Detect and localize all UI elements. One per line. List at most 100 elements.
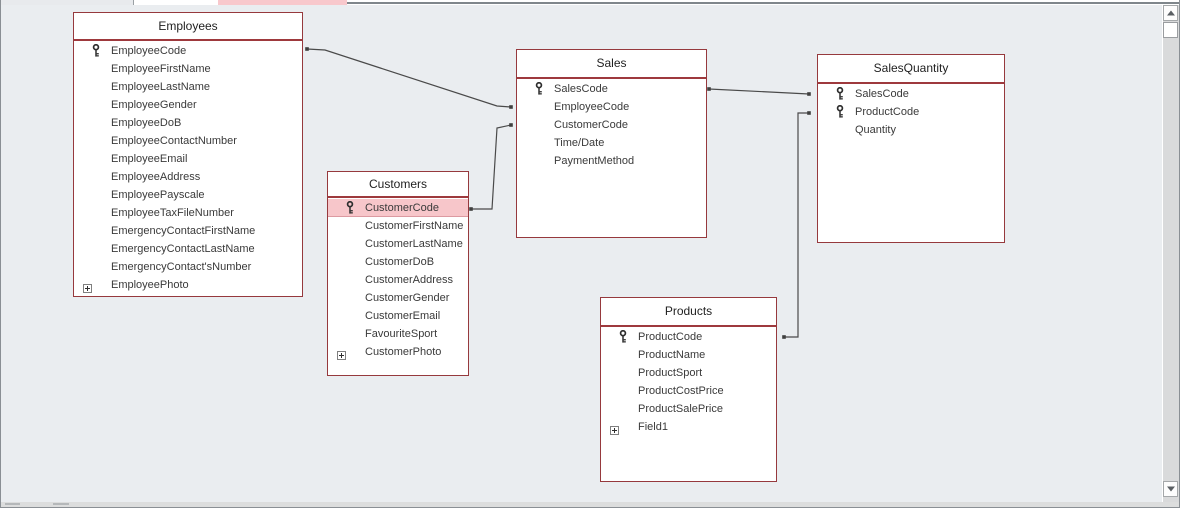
relationship-sales-salesquantity[interactable] xyxy=(708,88,810,95)
field-label: PaymentMethod xyxy=(554,155,635,167)
field-customercode[interactable]: CustomerCode xyxy=(328,199,468,217)
field-label: EmployeeLastName xyxy=(111,81,211,93)
field-label: ProductName xyxy=(638,349,706,361)
table-title[interactable]: Customers xyxy=(328,172,468,198)
arrow-down-icon xyxy=(1166,486,1175,492)
field-field1[interactable]: Field1 xyxy=(601,418,776,436)
field-customerfirstname[interactable]: CustomerFirstName xyxy=(328,217,468,235)
primary-key-icon xyxy=(535,81,543,100)
hscroll-nub xyxy=(53,503,69,505)
field-employeecontactnumber[interactable]: EmployeeContactNumber xyxy=(74,132,302,150)
field-customeraddress[interactable]: CustomerAddress xyxy=(328,271,468,289)
table-title[interactable]: Sales xyxy=(517,50,706,79)
field-customercode[interactable]: CustomerCode xyxy=(517,116,706,134)
field-time-date[interactable]: Time/Date xyxy=(517,134,706,152)
arrow-up-icon xyxy=(1166,10,1175,16)
field-label: FavouriteSport xyxy=(365,328,438,340)
field-label: EmergencyContactFirstName xyxy=(111,225,256,237)
field-productsport[interactable]: ProductSport xyxy=(601,364,776,382)
table-title[interactable]: Products xyxy=(601,298,776,327)
field-employeetaxfilenumber[interactable]: EmployeeTaxFileNumber xyxy=(74,204,302,222)
field-label: EmployeeCode xyxy=(111,45,187,57)
scrollbar-thumb[interactable] xyxy=(1163,22,1178,38)
expand-plus-icon[interactable] xyxy=(610,422,619,440)
field-employeecode[interactable]: EmployeeCode xyxy=(517,98,706,116)
field-label: CustomerDoB xyxy=(365,256,435,268)
field-label: Time/Date xyxy=(554,137,605,149)
tab-segment-active-pink[interactable] xyxy=(218,0,347,5)
table-title[interactable]: Employees xyxy=(74,13,302,41)
field-label: EmergencyContactLastName xyxy=(111,243,255,255)
field-customerlastname[interactable]: CustomerLastName xyxy=(328,235,468,253)
field-label: EmployeeEmail xyxy=(111,153,188,165)
field-label: SalesCode xyxy=(554,83,608,95)
field-productname[interactable]: ProductName xyxy=(601,346,776,364)
relationship-employees-sales[interactable] xyxy=(306,48,512,108)
field-employeephoto[interactable]: EmployeePhoto xyxy=(74,276,302,294)
field-employeeemail[interactable]: EmployeeEmail xyxy=(74,150,302,168)
field-label: ProductCode xyxy=(855,106,920,118)
window-border-left xyxy=(0,0,1,508)
field-label: ProductCostPrice xyxy=(638,385,724,397)
bottom-scroll-strip xyxy=(1,502,1179,507)
primary-key-icon xyxy=(92,43,100,62)
field-employeepayscale[interactable]: EmployeePayscale xyxy=(74,186,302,204)
field-salescode[interactable]: SalesCode xyxy=(818,85,1004,103)
field-emergencycontact-snumber[interactable]: EmergencyContact'sNumber xyxy=(74,258,302,276)
field-customeremail[interactable]: CustomerEmail xyxy=(328,307,468,325)
field-employeedob[interactable]: EmployeeDoB xyxy=(74,114,302,132)
table-title[interactable]: SalesQuantity xyxy=(818,55,1004,84)
field-favouritesport[interactable]: FavouriteSport xyxy=(328,325,468,343)
field-label: ProductSalePrice xyxy=(638,403,723,415)
field-label: EmployeeDoB xyxy=(111,117,182,129)
field-employeelastname[interactable]: EmployeeLastName xyxy=(74,78,302,96)
field-employeegender[interactable]: EmployeeGender xyxy=(74,96,302,114)
field-customergender[interactable]: CustomerGender xyxy=(328,289,468,307)
field-employeefirstname[interactable]: EmployeeFirstName xyxy=(74,60,302,78)
tab-divider xyxy=(133,0,134,5)
primary-key-icon xyxy=(619,329,627,348)
field-label: CustomerFirstName xyxy=(365,220,464,232)
primary-key-icon xyxy=(346,200,354,219)
field-employeecode[interactable]: EmployeeCode xyxy=(74,42,302,60)
expand-plus-icon[interactable] xyxy=(337,347,346,365)
field-productcode[interactable]: ProductCode xyxy=(601,328,776,346)
field-label: CustomerLastName xyxy=(365,238,463,250)
scroll-up-button[interactable] xyxy=(1163,5,1178,21)
tab-segment-left[interactable] xyxy=(0,0,133,5)
field-label: Field1 xyxy=(638,421,668,433)
field-productcostprice[interactable]: ProductCostPrice xyxy=(601,382,776,400)
field-label: EmployeeGender xyxy=(111,99,197,111)
field-customerdob[interactable]: CustomerDoB xyxy=(328,253,468,271)
field-label: EmployeeTaxFileNumber xyxy=(111,207,234,219)
field-paymentmethod[interactable]: PaymentMethod xyxy=(517,152,706,170)
scroll-down-button[interactable] xyxy=(1163,481,1178,497)
relationship-customers-sales[interactable] xyxy=(471,124,512,210)
tab-segment-middle[interactable] xyxy=(134,0,218,5)
field-emergencycontactfirstname[interactable]: EmergencyContactFirstName xyxy=(74,222,302,240)
field-label: EmployeePayscale xyxy=(111,189,205,201)
field-emergencycontactlastname[interactable]: EmergencyContactLastName xyxy=(74,240,302,258)
field-quantity[interactable]: Quantity xyxy=(818,121,1004,139)
field-customerphoto[interactable]: CustomerPhoto xyxy=(328,343,468,361)
vertical-scrollbar[interactable] xyxy=(1163,5,1179,502)
field-label: CustomerAddress xyxy=(365,274,454,286)
relationship-products-salesquantity[interactable] xyxy=(784,112,809,338)
field-label: CustomerCode xyxy=(365,202,439,214)
expand-plus-icon[interactable] xyxy=(83,280,92,298)
field-employeeaddress[interactable]: EmployeeAddress xyxy=(74,168,302,186)
field-label: CustomerPhoto xyxy=(365,346,442,358)
field-productsaleprice[interactable]: ProductSalePrice xyxy=(601,400,776,418)
field-salescode[interactable]: SalesCode xyxy=(517,80,706,98)
field-productcode[interactable]: ProductCode xyxy=(818,103,1004,121)
